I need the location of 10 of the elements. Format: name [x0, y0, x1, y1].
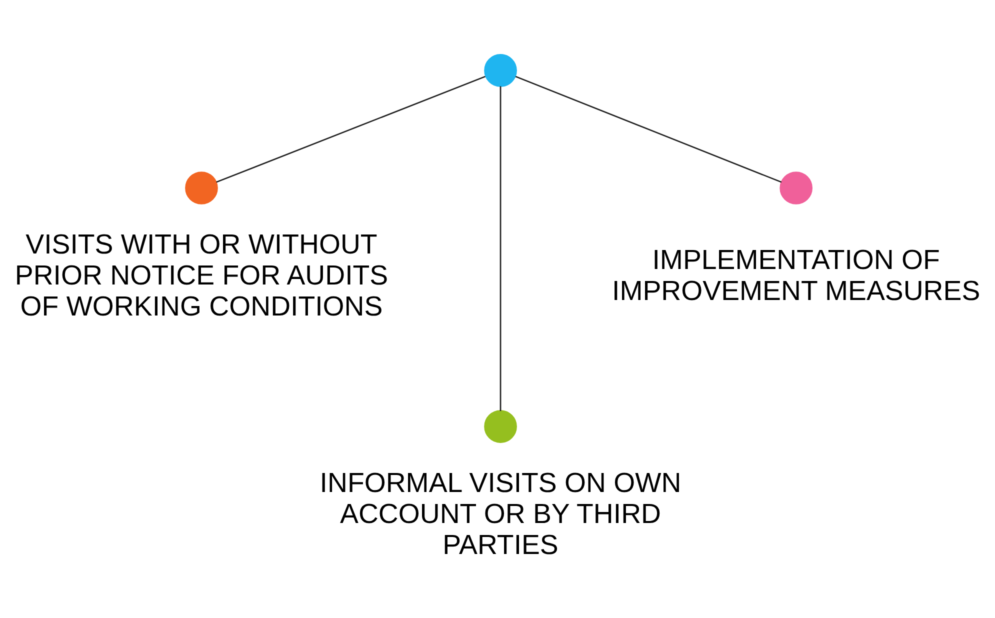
connector	[216, 76, 486, 183]
node-circle	[780, 172, 813, 204]
connector	[500, 86, 502, 411]
node-label: IMPLEMENTATION OF IMPROVEMENT MEASURES	[612, 244, 980, 306]
node-label: INFORMAL VISITS ON OWN ACCOUNT OR BY THIRD PARTIES	[320, 466, 682, 560]
node-circle	[185, 172, 218, 204]
connector	[515, 76, 782, 183]
node-label: VISITS WITH OR WITHOUT PRIOR NOTICE FOR AUDITS OF WORKING CONDITIONS	[14, 228, 388, 322]
node-circle	[484, 54, 517, 87]
node-circle	[484, 410, 517, 443]
